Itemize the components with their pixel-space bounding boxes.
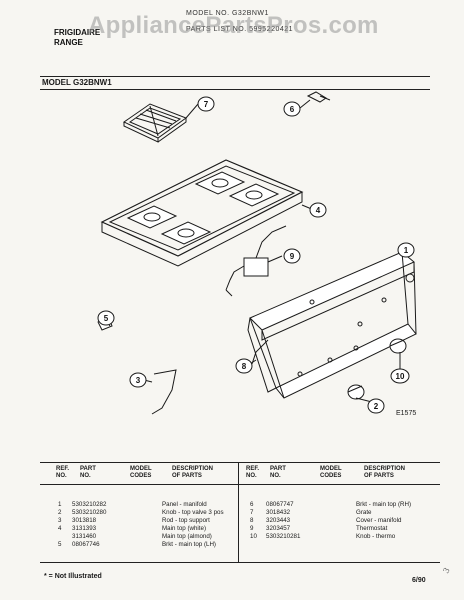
callout-label-7: 7 bbox=[204, 100, 209, 109]
row-desc: Panel - manifold bbox=[162, 501, 207, 508]
header-ref-no-right: REF. NO. bbox=[246, 466, 260, 479]
not-illustrated-note: * = Not Illustrated bbox=[44, 573, 102, 580]
header-description-left: DESCRIPTION OF PARTS bbox=[172, 466, 214, 479]
callout-label-2: 2 bbox=[374, 402, 379, 411]
row-desc: Grate bbox=[356, 509, 372, 516]
row-ref: 1 bbox=[58, 501, 62, 508]
row-part: 08067746 bbox=[72, 541, 100, 548]
table-top-rule bbox=[40, 462, 440, 463]
row-ref: 7 bbox=[250, 509, 254, 516]
callout-3 bbox=[129, 372, 147, 388]
model-number-line: MODEL NO. G32BNW1 bbox=[186, 10, 269, 17]
parts-list-line: PARTS LIST NO. 5995220421 bbox=[186, 26, 294, 33]
row-part: 5303210282 bbox=[72, 501, 107, 508]
cover-manifold-part bbox=[251, 339, 269, 365]
callout-label-10: 10 bbox=[396, 372, 405, 381]
model-title-bar: MODEL G32BNW1 bbox=[40, 76, 430, 90]
header-description-right: DESCRIPTION OF PARTS bbox=[364, 466, 406, 479]
row-part: 3131460 bbox=[72, 533, 97, 540]
row-ref: 9 bbox=[250, 525, 254, 532]
callout-8 bbox=[235, 358, 253, 374]
row-part: 3131393 bbox=[72, 525, 97, 532]
main-top-part bbox=[100, 159, 304, 267]
model-title: MODEL G32BNW1 bbox=[42, 78, 112, 87]
grate-part bbox=[123, 103, 188, 143]
knob-thermo-part bbox=[389, 338, 407, 354]
row-ref: 2 bbox=[58, 509, 62, 516]
row-desc: Knob - top valve 3 pos bbox=[162, 509, 224, 516]
row-part: 3203443 bbox=[266, 517, 291, 524]
brand-name: FRIGIDAIRE bbox=[54, 28, 101, 37]
row-desc: Main top (almond) bbox=[162, 533, 212, 540]
row-desc: Cover - manifold bbox=[356, 517, 402, 524]
table-column-divider bbox=[238, 462, 239, 562]
figure-code: E1575 bbox=[396, 410, 417, 417]
callout-9 bbox=[283, 248, 301, 264]
header-part-no-left: PART NO. bbox=[80, 466, 96, 479]
row-part: 3013818 bbox=[72, 517, 97, 524]
row-desc: Main top (white) bbox=[162, 525, 207, 532]
callout-label-3: 3 bbox=[136, 376, 141, 385]
table-header-rule bbox=[40, 484, 440, 485]
row-part: 5303210280 bbox=[72, 509, 107, 516]
callout-4 bbox=[309, 202, 327, 218]
row-ref: 6 bbox=[250, 501, 254, 508]
row-desc: Knob - thermo bbox=[356, 533, 396, 540]
row-desc: Rod - top support bbox=[162, 517, 210, 524]
row-ref: 3 bbox=[58, 517, 62, 524]
callout-5 bbox=[97, 310, 115, 326]
callout-1 bbox=[397, 242, 415, 258]
callout-label-5: 5 bbox=[104, 314, 109, 323]
row-desc: Thermostat bbox=[356, 525, 388, 532]
watermark: AppliancePartsPros.com bbox=[88, 12, 379, 39]
row-part: 08067747 bbox=[266, 501, 294, 508]
callout-label-4: 4 bbox=[316, 206, 321, 215]
row-part: 3018432 bbox=[266, 509, 291, 516]
callout-6 bbox=[283, 101, 301, 117]
thermostat-part bbox=[225, 225, 287, 297]
row-part: 5303210281 bbox=[266, 533, 301, 540]
callout-label-9: 9 bbox=[290, 252, 295, 261]
header-part-no-right: PART NO. bbox=[270, 466, 286, 479]
page-date: 6/90 bbox=[412, 577, 426, 584]
callout-7 bbox=[197, 96, 215, 112]
row-desc: Brkt - main top (LH) bbox=[162, 541, 216, 548]
bracket-rh-part bbox=[306, 91, 331, 103]
header-ref-no-left: REF. NO. bbox=[56, 466, 70, 479]
callout-label-1: 1 bbox=[404, 246, 409, 255]
callout-2 bbox=[367, 398, 385, 414]
row-ref: 5 bbox=[58, 541, 62, 548]
product-name: RANGE bbox=[54, 38, 83, 47]
header-model-codes-left: MODEL CODES bbox=[130, 466, 152, 479]
row-ref: 8 bbox=[250, 517, 254, 524]
header-model-codes-right: MODEL CODES bbox=[320, 466, 342, 479]
row-part: 3203457 bbox=[266, 525, 291, 532]
callout-10 bbox=[390, 368, 410, 384]
table-bottom-rule bbox=[40, 562, 440, 563]
callout-label-6: 6 bbox=[290, 105, 295, 114]
manifold-panel-part bbox=[247, 251, 417, 399]
row-desc: Brkt - main top (RH) bbox=[356, 501, 412, 508]
rod-top-support-part bbox=[151, 369, 177, 415]
row-ref: 10 bbox=[250, 533, 257, 540]
row-ref: 4 bbox=[58, 525, 62, 532]
callout-label-8: 8 bbox=[242, 362, 247, 371]
knob-top-valve-part bbox=[347, 384, 365, 400]
